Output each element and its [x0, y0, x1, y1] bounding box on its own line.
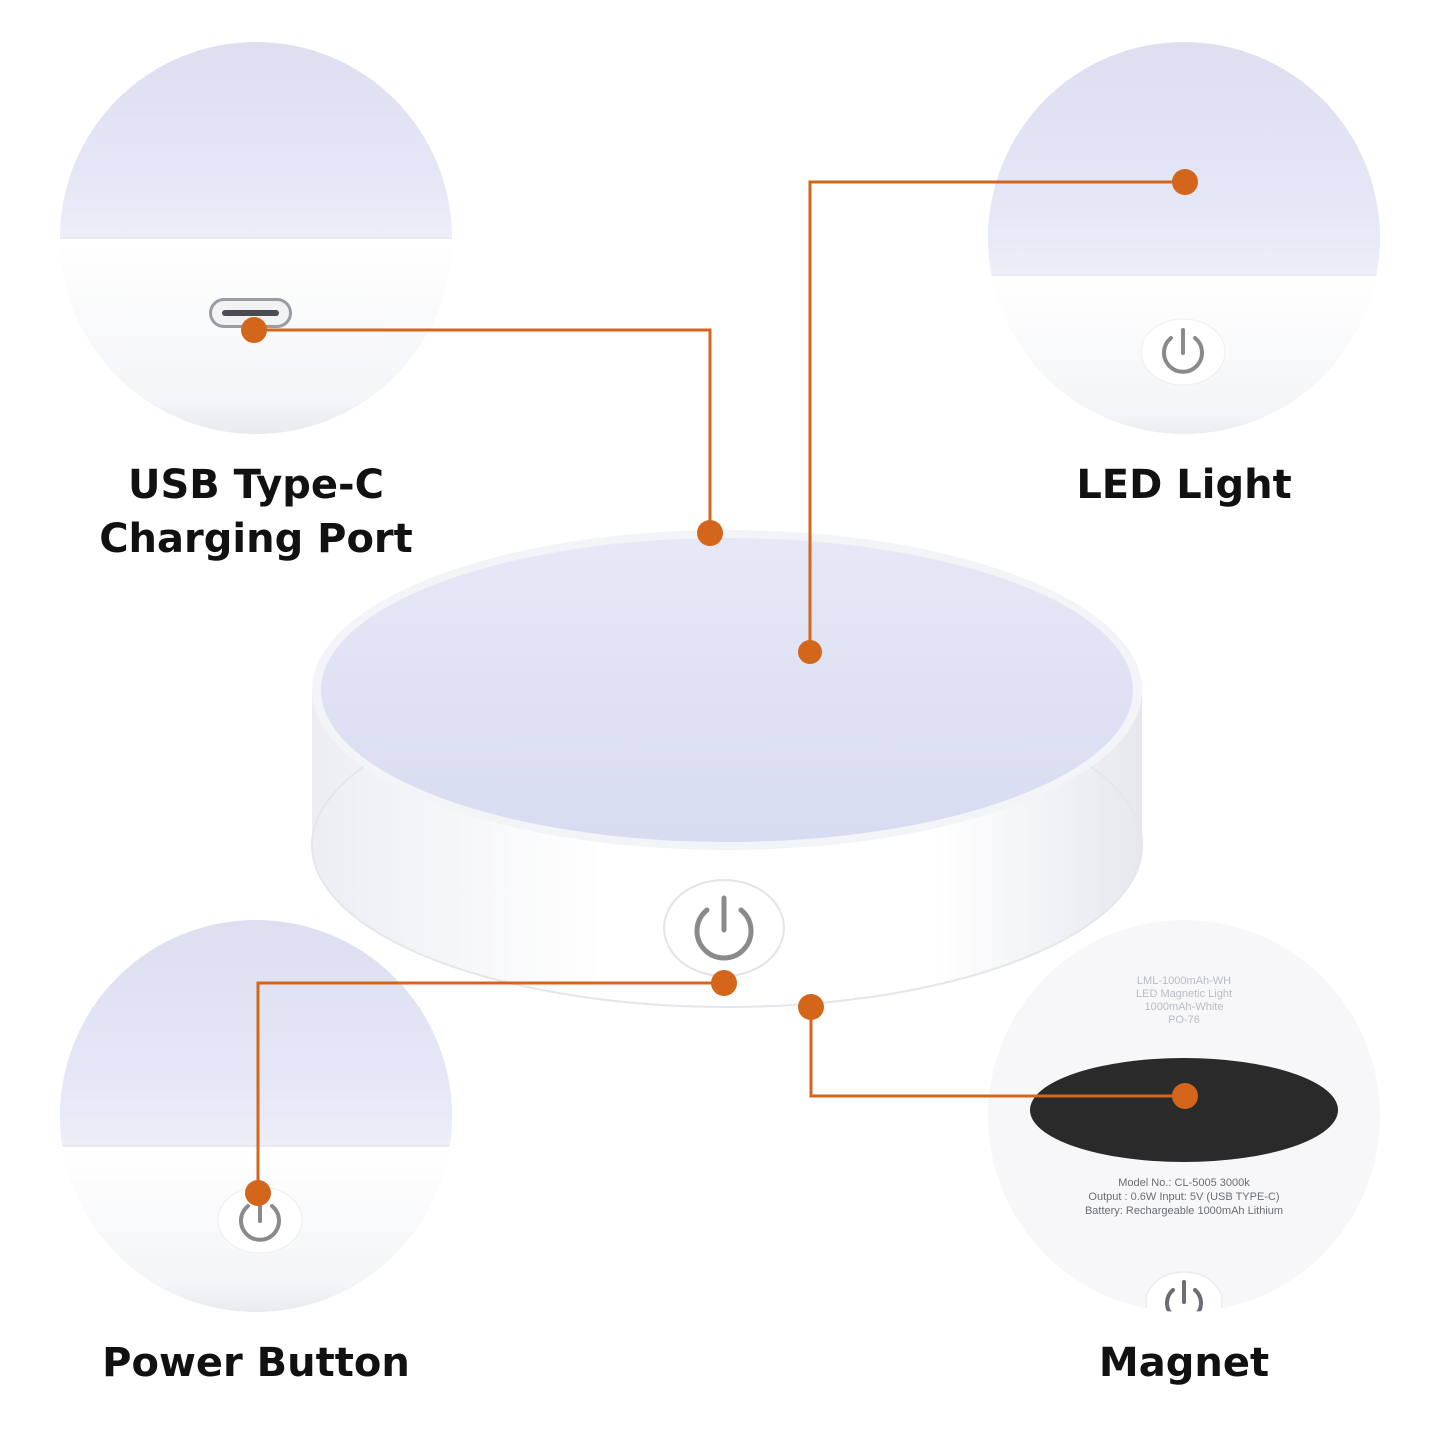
magnet-disc [1030, 1058, 1338, 1162]
usb-callout-dot-zoom [241, 317, 267, 343]
zoom-circle-power-button [60, 920, 452, 1312]
power-label-text: Power Button [102, 1340, 410, 1386]
usb-callout-line [254, 328, 712, 533]
power-callout-dot-product [711, 970, 737, 996]
magnet-callout-label: Magnet [988, 1336, 1380, 1390]
zoom-circle-magnet: LML-1000mAh-WH LED Magnetic Light 1000mA… [988, 920, 1380, 1312]
usb-callout-label: USB Type-C Charging Port [66, 458, 446, 566]
battery-spec: Battery: Rechargeable 1000mAh Lithium [1084, 1205, 1284, 1217]
led-label-text: LED Light [1076, 462, 1292, 508]
magnet-callout-line [809, 1007, 1185, 1098]
magnet-label-text: Magnet [1098, 1340, 1270, 1386]
zoom-circle-led-light [988, 42, 1380, 434]
led-callout-label: LED Light [988, 458, 1380, 512]
led-callout-dot-product [798, 640, 822, 664]
usb-callout-dot-product [697, 520, 723, 546]
model-number: Model No.: CL-5005 3000k [1118, 1177, 1250, 1189]
label-line-2: LED Magnetic Light [1136, 988, 1232, 1000]
usb-label-line-1: USB Type-C [127, 462, 385, 508]
power-callout-dot-zoom [245, 1180, 271, 1206]
led-callout-line [808, 180, 1185, 652]
output-spec: Output : 0.6W Input: 5V (USB TYPE-C) [1088, 1191, 1280, 1203]
magnet-callout-dot-product [798, 994, 824, 1020]
led-callout-dot-zoom [1172, 169, 1198, 195]
label-line-4: PO-76 [1168, 1014, 1200, 1026]
power-callout-line [256, 981, 724, 1193]
label-line-3: 1000mAh-White [1144, 1001, 1224, 1013]
power-icon [1138, 317, 1228, 387]
power-callout-label: Power Button [56, 1336, 456, 1390]
zoom-circle-usb-port [60, 42, 452, 434]
magnet-callout-dot-zoom [1172, 1083, 1198, 1109]
power-icon [1144, 1270, 1224, 1312]
label-line-1: LML-1000mAh-WH [1136, 975, 1232, 987]
usb-label-line-2: Charging Port [99, 516, 413, 562]
